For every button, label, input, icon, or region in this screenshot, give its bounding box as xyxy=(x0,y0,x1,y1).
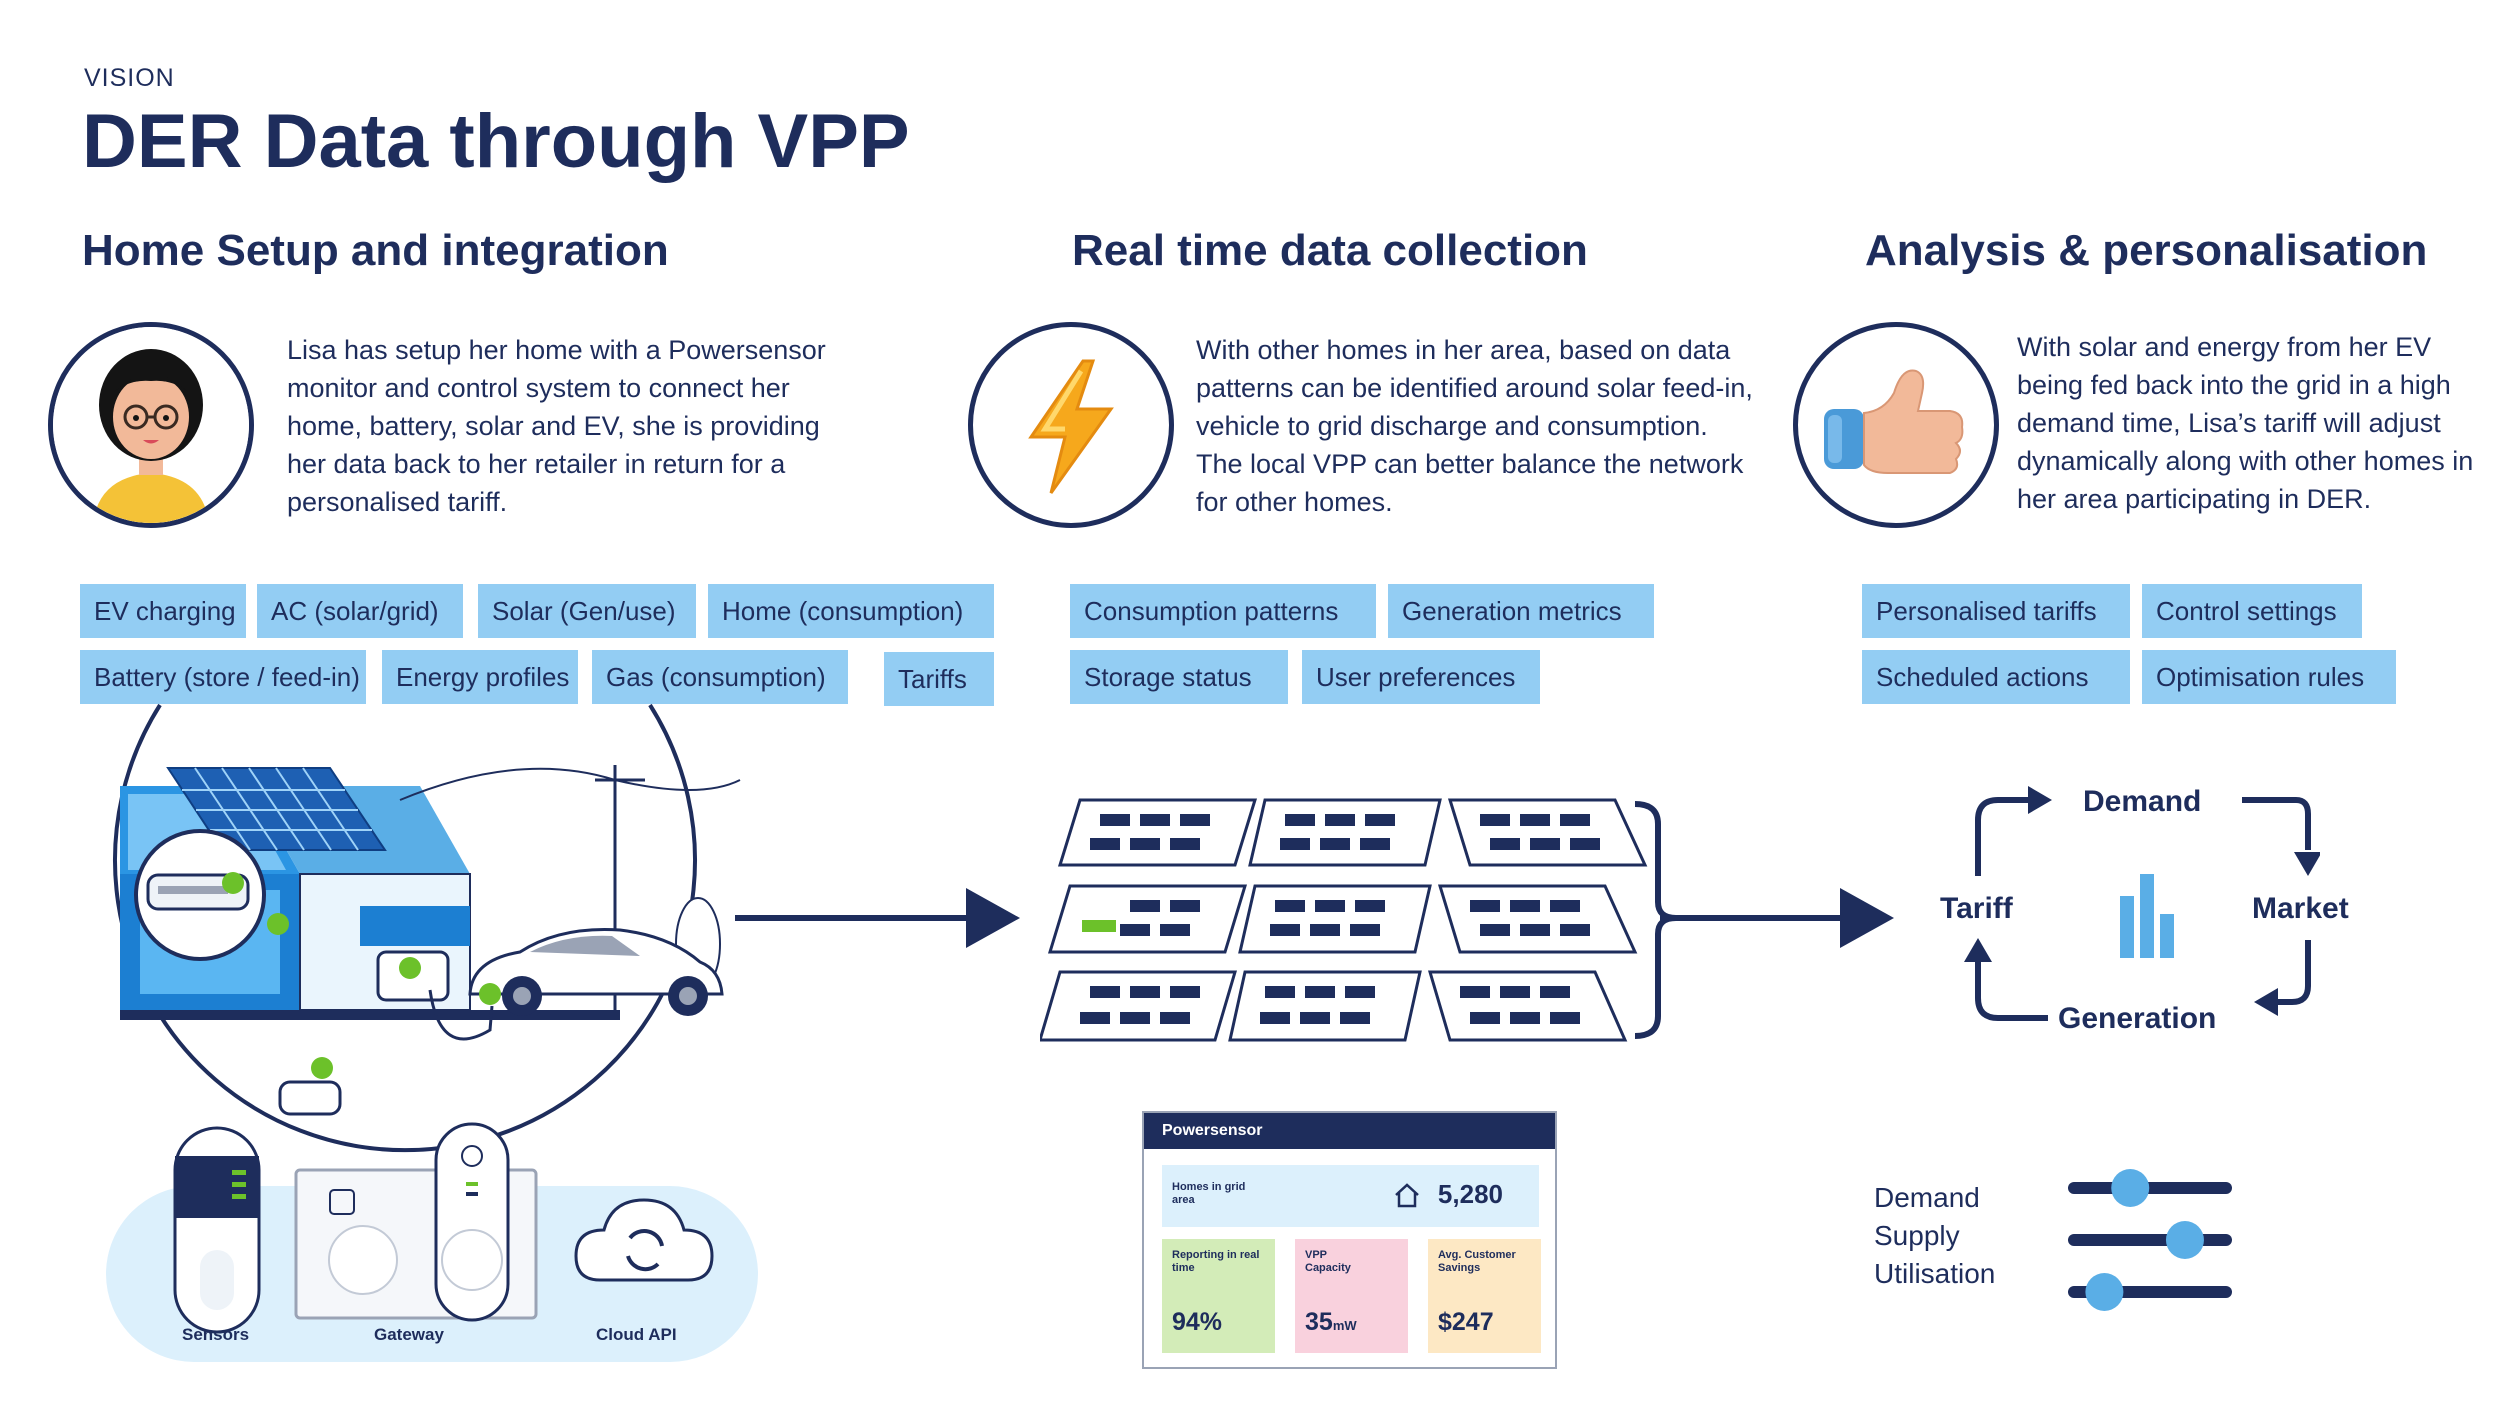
tag-control-settings: Control settings xyxy=(2142,584,2362,638)
gateway-label: Gateway xyxy=(374,1325,444,1344)
tag-consumption-patterns: Consumption patterns xyxy=(1070,584,1376,638)
page-title: DER Data through VPP xyxy=(82,99,910,184)
slider-knob-1[interactable] xyxy=(2165,1221,2204,1259)
homes-in-grid-tile: Homes in grid area 5,280 xyxy=(1162,1165,1539,1227)
vpp-capacity-value: 35 xyxy=(1305,1308,1333,1336)
tag-personalised-tariffs: Personalised tariffs xyxy=(1862,584,2130,638)
cycle-tariff: Tariff xyxy=(1940,892,2013,925)
vpp-capacity-label: VPP Capacity xyxy=(1305,1249,1351,1274)
lisa-avatar xyxy=(48,322,254,528)
vpp-capacity-value-wrap: 35mW xyxy=(1305,1308,1357,1337)
tag-generation-metrics: Generation metrics xyxy=(1388,584,1654,638)
tag-storage-status: Storage status xyxy=(1070,650,1288,704)
tag-user-preferences: User preferences xyxy=(1302,650,1540,704)
cycle-demand: Demand xyxy=(2083,785,2202,818)
eyebrow: VISION xyxy=(84,64,175,92)
house-icon xyxy=(1395,1183,1419,1208)
cycle-market: Market xyxy=(2252,892,2349,925)
tag-ac-solar-grid: AC (solar/grid) xyxy=(257,584,463,638)
section-title-analysis: Analysis & personalisation xyxy=(1865,226,2428,275)
balance-sliders xyxy=(2068,1169,2232,1311)
slider-label-supply: Supply xyxy=(1874,1220,1960,1251)
thumbs-up-avatar xyxy=(1793,322,1999,528)
tag-solar-gen-use: Solar (Gen/use) xyxy=(478,584,696,638)
savings-value: $247 xyxy=(1438,1308,1494,1336)
tag-ev-charging: EV charging xyxy=(80,584,246,638)
slider-knob-0[interactable] xyxy=(2111,1169,2150,1207)
tag-gas-consumption: Gas (consumption) xyxy=(592,650,848,704)
homes-in-grid-value: 5,280 xyxy=(1437,1179,1503,1209)
analysis-description: With solar and energy from her EV being … xyxy=(2017,332,2474,514)
tag-optimisation-rules: Optimisation rules xyxy=(2142,650,2396,704)
tag-scheduled-actions: Scheduled actions xyxy=(1862,650,2130,704)
vpp-capacity-unit: mW xyxy=(1332,1318,1357,1333)
tag-energy-profiles: Energy profiles xyxy=(382,650,578,704)
tag-battery-store-feed-in: Battery (store / feed-in) xyxy=(80,650,366,704)
slider-knob-2[interactable] xyxy=(2085,1273,2124,1311)
dashboard-brand: Powersensor xyxy=(1144,1113,1555,1149)
section-title-home-setup: Home Setup and integration xyxy=(82,226,669,275)
reporting-label: Reporting in real time xyxy=(1172,1249,1260,1274)
vpp-capacity-tile: VPP Capacity 35mW xyxy=(1295,1239,1408,1353)
demand-market-cycle xyxy=(1964,786,2320,1021)
powersensor-dashboard: Powersensor Homes in grid area 5,280 Rep… xyxy=(1142,1111,1557,1369)
reporting-tile: Reporting in real time 94% xyxy=(1162,1239,1275,1353)
sensors-label: Sensors xyxy=(182,1325,250,1344)
tag-home-consumption: Home (consumption) xyxy=(708,584,994,638)
homes-in-grid-label: Homes in grid area xyxy=(1172,1181,1246,1206)
tag-tariffs: Tariffs xyxy=(884,652,994,706)
savings-tile: Avg. Customer Savings $247 xyxy=(1428,1239,1541,1353)
slider-label-utilisation: Utilisation xyxy=(1874,1258,1996,1289)
savings-label: Avg. Customer Savings xyxy=(1438,1249,1516,1274)
realtime-description: With other homes in her area, based on d… xyxy=(1196,335,1753,517)
reporting-value: 94% xyxy=(1172,1308,1223,1336)
slider-label-demand: Demand xyxy=(1874,1182,1980,1213)
home-illustration xyxy=(106,703,1020,1362)
lightning-avatar xyxy=(968,322,1174,528)
home-setup-description: Lisa has setup her home with a Powersens… xyxy=(287,335,826,517)
cloud-api-label: Cloud API xyxy=(596,1325,677,1344)
grid-of-homes xyxy=(1040,798,1894,1042)
cycle-generation: Generation xyxy=(2058,1002,2217,1035)
section-title-realtime: Real time data collection xyxy=(1072,226,1588,275)
